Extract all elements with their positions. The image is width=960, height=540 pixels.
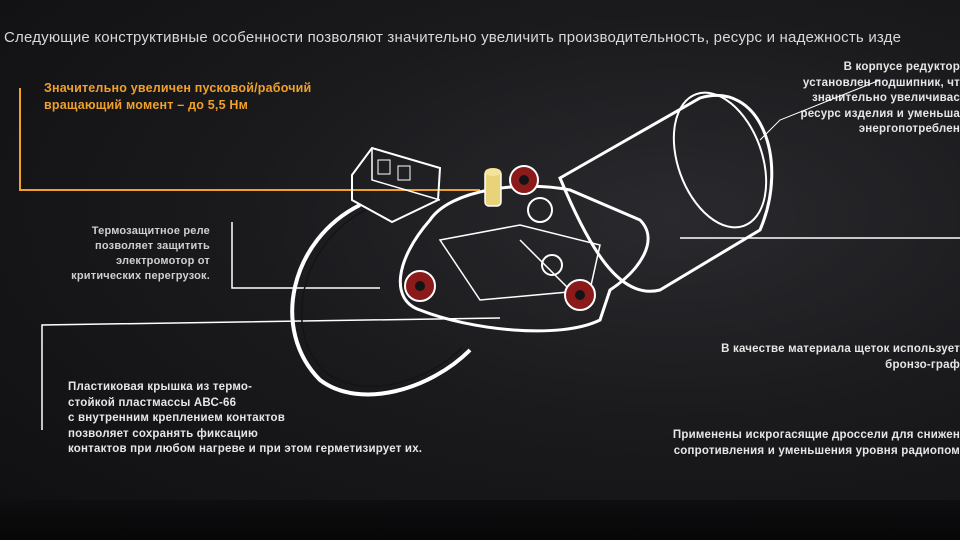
- bearing-leader-line: [759, 79, 881, 141]
- torque-leader-line: [19, 88, 480, 191]
- motor-end-cap: [672, 91, 768, 229]
- connector-housing: [351, 146, 442, 224]
- header-text: Следующие конструктивные особенности поз…: [4, 29, 902, 46]
- gear-2: [541, 254, 563, 276]
- brushes-callout: В качестве материала щеток использует бр…: [721, 343, 960, 371]
- thermal-relay-leader-line: [231, 222, 380, 289]
- motor-body: [558, 94, 774, 293]
- gearbox-housing: [398, 184, 650, 333]
- power-cable: [290, 203, 472, 397]
- gearbox-inner: [438, 224, 601, 301]
- torque-callout: Значительно увеличен пусковой/рабочий вр…: [44, 81, 312, 112]
- box-fold-edge: [0, 500, 960, 540]
- plastic-cover-callout: Пластиковая крышка из термо- стойкой пла…: [68, 381, 423, 456]
- thermal-relay-callout: Термозащитное реле позволяет защитить эл…: [71, 225, 210, 282]
- chokes-callout: Применены искрогасящие дроссели для сниж…: [672, 429, 960, 457]
- bearing-callout: В корпусе редуктор установлен подшипник,…: [800, 61, 960, 136]
- mounting-point-top: [509, 165, 539, 195]
- mounting-point-left: [404, 270, 436, 302]
- gear-1: [527, 197, 553, 223]
- plastic-cover-leader-line: [41, 317, 501, 430]
- mounting-point-right: [564, 279, 596, 311]
